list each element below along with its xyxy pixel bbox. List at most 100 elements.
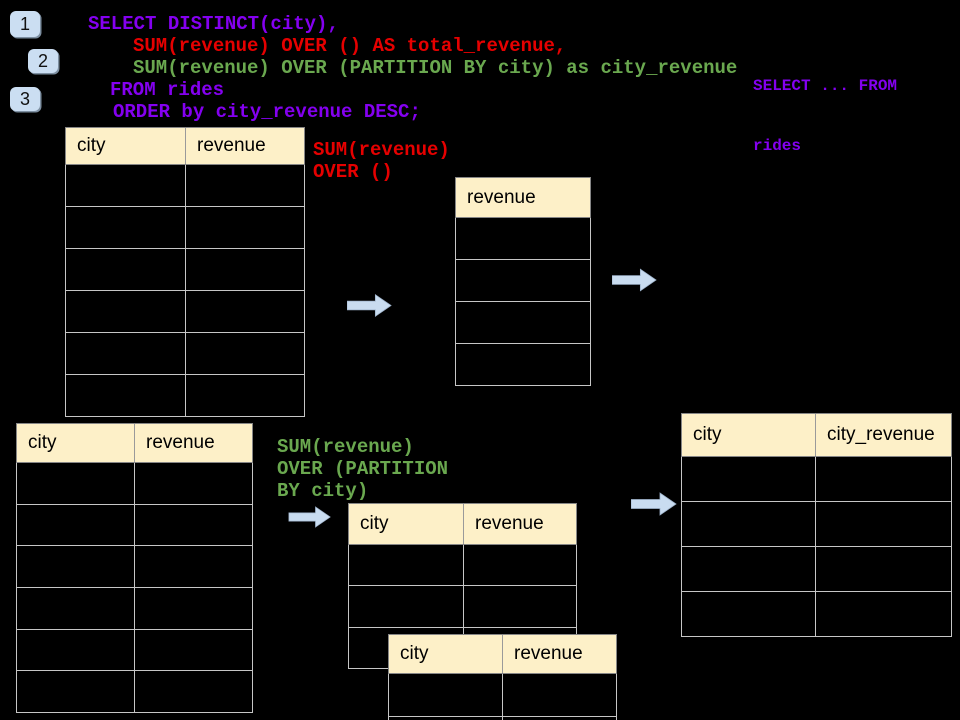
- table-row: [389, 674, 616, 716]
- empty-cell: [682, 457, 816, 501]
- table-header-row: city revenue: [388, 634, 617, 674]
- table-row: [66, 206, 304, 248]
- table-total-revenue: revenue: [455, 177, 591, 386]
- column-header-city: city: [66, 128, 186, 164]
- partition-annotation-line2: OVER (PARTITION: [277, 458, 449, 480]
- column-header-revenue: revenue: [514, 643, 583, 664]
- column-header-revenue: revenue: [467, 186, 536, 208]
- table-row: [349, 545, 576, 586]
- empty-cell: [66, 207, 186, 248]
- empty-cell: [456, 302, 590, 343]
- table-row: [17, 463, 252, 504]
- column-header-city_revenue: city_revenue: [827, 424, 935, 445]
- column-header-city: city: [349, 504, 464, 544]
- empty-cell: [66, 291, 186, 332]
- empty-cell: [135, 671, 252, 712]
- sql-side-note: SELECT ... FROM rides: [753, 36, 897, 196]
- empty-cell: [17, 504, 135, 546]
- table-header-row: city revenue: [65, 127, 305, 165]
- empty-cell: [349, 586, 464, 627]
- table-row: [456, 259, 590, 301]
- table-row: [17, 628, 252, 671]
- table-row: [17, 587, 252, 629]
- empty-cell: [135, 463, 252, 504]
- empty-cell: [389, 717, 503, 720]
- table-header-row: city revenue: [348, 503, 577, 545]
- table-city-revenue: city city_revenue: [681, 413, 952, 637]
- table-row: [66, 165, 304, 206]
- table-row: [66, 332, 304, 374]
- sql-side-note-line1: SELECT ... FROM: [753, 77, 898, 95]
- empty-cell: [66, 165, 186, 206]
- empty-cell: [17, 463, 135, 504]
- empty-cell: [135, 546, 252, 587]
- table-row: [456, 301, 590, 343]
- empty-cell: [816, 457, 951, 501]
- flow-arrow-icon-1: [347, 293, 392, 318]
- table-partition-front: city revenue: [388, 634, 617, 720]
- table-header-row: city city_revenue: [681, 413, 952, 457]
- total-revenue-annotation-line1: SUM(revenue): [313, 139, 450, 161]
- table-source-top: city revenue: [65, 127, 305, 417]
- empty-cell: [186, 291, 304, 332]
- empty-cell: [17, 546, 135, 588]
- empty-cell: [17, 671, 135, 713]
- flow-arrow-icon-3: [287, 506, 333, 528]
- empty-cell: [186, 333, 304, 374]
- step-badge-1: 1: [10, 11, 40, 37]
- column-header-revenue: revenue: [475, 513, 544, 534]
- column-header-revenue: revenue: [197, 135, 266, 156]
- sql-line-total-revenue: SUM(revenue) OVER () AS total_revenue,: [133, 35, 567, 57]
- empty-cell: [682, 547, 816, 591]
- table-row: [17, 545, 252, 588]
- empty-cell: [135, 630, 252, 671]
- table-row: [17, 670, 252, 713]
- column-header-city: city: [17, 424, 135, 462]
- empty-cell: [503, 674, 616, 716]
- column-header-city: city: [682, 414, 816, 456]
- empty-cell: [135, 588, 252, 629]
- empty-cell: [186, 165, 304, 206]
- table-row: [389, 716, 616, 720]
- flow-arrow-icon-2: [612, 268, 657, 292]
- table-header-row: revenue: [455, 177, 591, 218]
- empty-cell: [186, 249, 304, 290]
- empty-cell: [816, 547, 951, 591]
- partition-annotation-line3: BY city): [277, 480, 369, 502]
- empty-cell: [456, 344, 590, 385]
- empty-cell: [186, 375, 304, 416]
- table-row: [682, 457, 951, 501]
- empty-cell: [17, 629, 135, 671]
- table-row: [456, 218, 590, 259]
- table-row: [66, 374, 304, 416]
- table-row: [66, 248, 304, 290]
- empty-cell: [66, 333, 186, 374]
- empty-cell: [66, 249, 186, 290]
- table-row: [682, 546, 951, 591]
- column-header-revenue: revenue: [146, 432, 215, 453]
- table-row: [682, 591, 951, 636]
- table-header-row: city revenue: [16, 423, 253, 463]
- sql-line-from: FROM rides: [110, 79, 225, 101]
- table-row: [456, 343, 590, 385]
- table-partition-back: city revenue: [348, 503, 577, 669]
- sql-line-order-by: ORDER by city_revenue DESC;: [113, 101, 421, 123]
- empty-cell: [816, 592, 951, 636]
- table-row: [66, 290, 304, 332]
- empty-cell: [17, 588, 135, 629]
- empty-cell: [682, 502, 816, 546]
- table-row: [17, 503, 252, 546]
- empty-cell: [816, 502, 951, 546]
- empty-cell: [389, 674, 503, 716]
- partition-annotation-line1: SUM(revenue): [277, 436, 414, 458]
- empty-cell: [464, 545, 576, 585]
- column-header-city: city: [389, 635, 503, 673]
- sql-side-note-line2: rides: [753, 137, 802, 155]
- empty-cell: [349, 545, 464, 586]
- step-badge-3: 3: [10, 87, 40, 111]
- sql-line-city-revenue: SUM(revenue) OVER (PARTITION BY city) as…: [133, 57, 738, 79]
- empty-cell: [66, 375, 186, 416]
- table-row: [349, 585, 576, 627]
- empty-cell: [456, 218, 590, 259]
